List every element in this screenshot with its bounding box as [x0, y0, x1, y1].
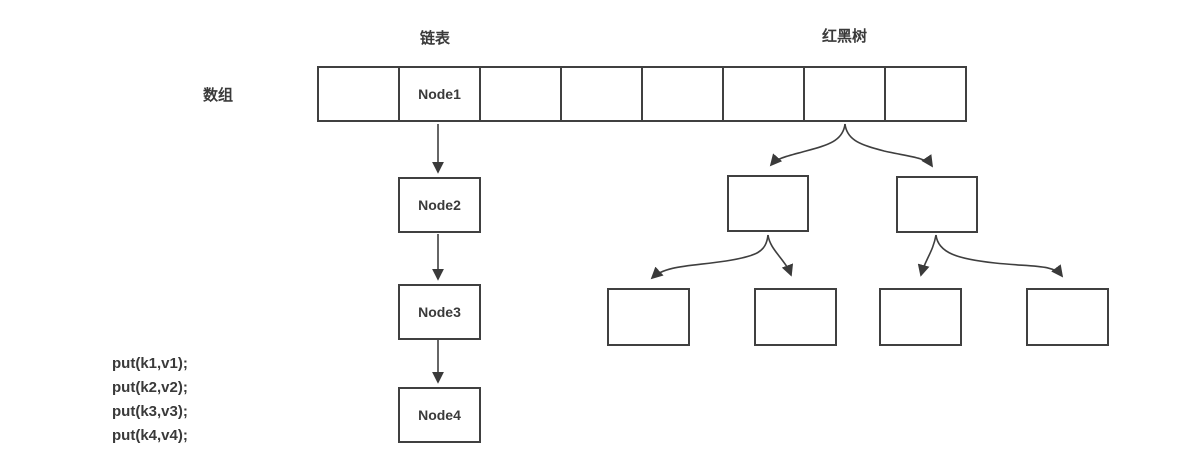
tree-leaf-4: [1026, 288, 1109, 346]
array-cell-1: Node1: [400, 68, 481, 120]
tree-internal-right: [896, 176, 978, 233]
code-line-4: put(k4,v4);: [112, 427, 188, 444]
array-cell-2: [481, 68, 562, 120]
red-black-tree-label: 红黑树: [822, 28, 868, 45]
arrow-root-right-child: [844, 123, 934, 168]
array-cell-4: [643, 68, 724, 120]
tree-leaf-1: [607, 288, 690, 346]
array-cell-3: [562, 68, 643, 120]
array-cell-0: [319, 68, 400, 120]
array-cell-7: [886, 68, 965, 120]
code-line-1: put(k1,v1);: [112, 355, 188, 372]
linked-list-node3: Node3: [398, 284, 481, 340]
arrow-left-internal-to-leaf2: [767, 234, 794, 277]
linked-list-label: 链表: [420, 30, 451, 47]
arrow-right-internal-to-leaf3: [917, 234, 937, 277]
arrow-right-internal-to-leaf4: [935, 234, 1064, 278]
tree-internal-left: [727, 175, 809, 232]
array-cell-5: [724, 68, 805, 120]
linked-list-node4: Node4: [398, 387, 481, 443]
tree-leaf-3: [879, 288, 962, 346]
put-code-block: put(k1,v1); put(k2,v2); put(k3,v3); put(…: [112, 352, 188, 448]
tree-leaf-2: [754, 288, 837, 346]
array-cell-6: [805, 68, 886, 120]
array-label: 数组: [203, 87, 234, 104]
arrow-root-left-child: [769, 123, 846, 167]
bucket-array: Node1: [317, 66, 967, 122]
code-line-3: put(k3,v3);: [112, 403, 188, 420]
code-line-2: put(k2,v2);: [112, 379, 188, 396]
arrow-left-internal-to-leaf1: [650, 234, 769, 280]
linked-list-node2: Node2: [398, 177, 481, 233]
